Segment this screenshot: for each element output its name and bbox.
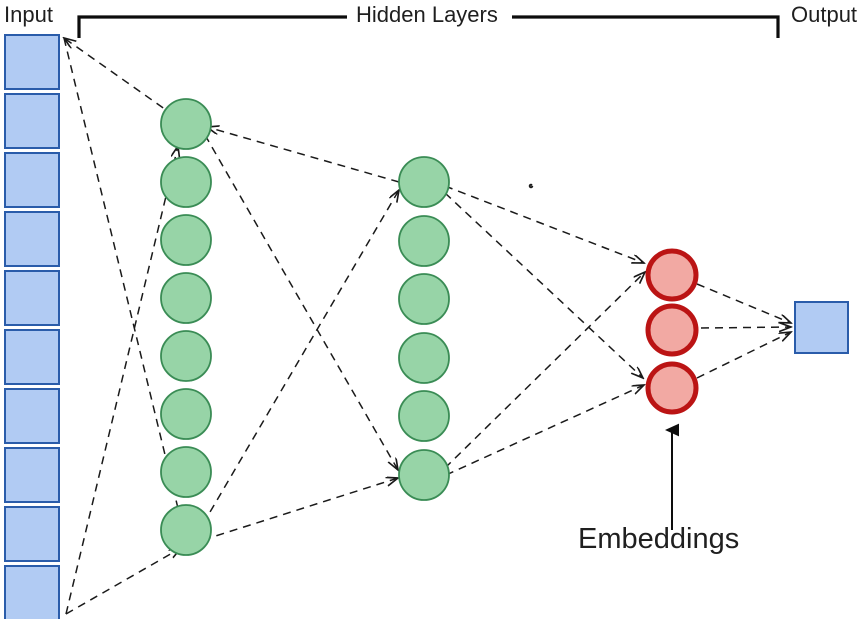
edge — [700, 327, 791, 328]
output-layer — [794, 301, 849, 354]
edge — [696, 332, 791, 379]
input-node[interactable] — [4, 93, 60, 149]
hidden-node[interactable] — [160, 214, 212, 266]
hidden-node[interactable] — [160, 156, 212, 208]
edge — [445, 385, 644, 476]
hidden-node[interactable] — [398, 390, 450, 442]
hidden-node[interactable] — [398, 156, 450, 208]
edge — [444, 185, 644, 263]
hidden-node[interactable] — [160, 388, 212, 440]
embedding-layer — [645, 248, 699, 415]
hidden-layers-label: Hidden Layers — [352, 2, 502, 28]
output-label: Output — [791, 2, 858, 27]
edge — [696, 283, 791, 323]
edges-input-to-hidden1 — [63, 37, 187, 615]
input-node[interactable] — [4, 152, 60, 208]
embedding-node[interactable] — [645, 303, 699, 357]
edge — [65, 548, 181, 615]
edge — [207, 127, 400, 183]
edge — [202, 478, 398, 541]
input-node[interactable] — [4, 211, 60, 267]
input-node[interactable] — [4, 506, 60, 562]
input-node[interactable] — [4, 565, 60, 619]
edges-hidden2-to-embeddings — [444, 183, 645, 476]
hidden-node[interactable] — [160, 504, 212, 556]
input-node[interactable] — [4, 447, 60, 503]
hidden-node[interactable] — [398, 332, 450, 384]
hidden-node[interactable] — [398, 215, 450, 267]
hidden-node[interactable] — [160, 446, 212, 498]
input-layer — [4, 34, 60, 619]
embedding-node[interactable] — [645, 361, 699, 415]
hidden-layers-bracket — [77, 15, 780, 38]
stray-dot — [528, 183, 534, 189]
hidden-node[interactable] — [160, 98, 212, 150]
input-node[interactable] — [4, 270, 60, 326]
input-label: Input — [4, 2, 53, 27]
hidden-node[interactable] — [160, 330, 212, 382]
edge — [65, 146, 178, 615]
edges-embeddings-to-output — [696, 283, 791, 379]
edge — [64, 38, 187, 125]
edge — [444, 192, 643, 378]
embedding-node[interactable] — [645, 248, 699, 302]
edge — [204, 134, 398, 470]
hidden-layer-1 — [160, 98, 212, 556]
input-node[interactable] — [4, 329, 60, 385]
hidden-node[interactable] — [398, 273, 450, 325]
embeddings-label: Embeddings — [578, 523, 740, 555]
hidden-layer-2 — [398, 156, 450, 501]
input-node[interactable] — [4, 34, 60, 90]
edge — [63, 37, 183, 529]
hidden-node[interactable] — [398, 449, 450, 501]
hidden-node[interactable] — [160, 272, 212, 324]
edge — [202, 190, 399, 525]
edge — [444, 272, 645, 469]
edges-hidden1-to-hidden2 — [202, 127, 400, 541]
input-node[interactable] — [4, 388, 60, 444]
output-node[interactable] — [794, 301, 849, 354]
